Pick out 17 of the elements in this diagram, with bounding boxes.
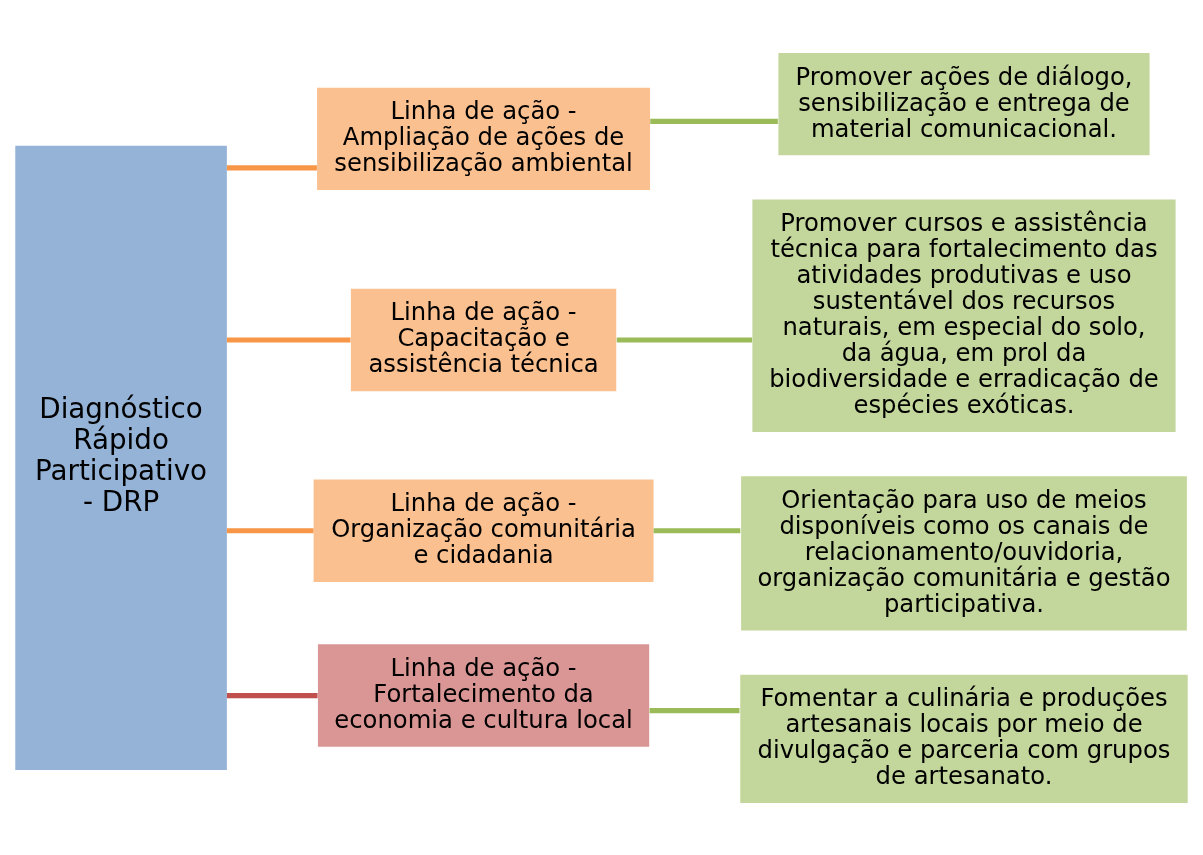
connector	[653, 527, 741, 533]
connector	[226, 692, 318, 698]
node-box: Diagnóstico Rápido Participativo - DRP	[15, 145, 227, 770]
node-box: Promover cursos e assistência técnica para fortalecimento das atividades produtivas e uso sustentável dos recursos naturais, em especial do solo, da água, em prol da biodiversidade e erradicação de espécies exóticas.	[752, 199, 1176, 432]
connector	[650, 118, 778, 124]
connector	[226, 527, 314, 533]
node-box: Linha de ação - Ampliação de ações de sensibilização ambiental	[317, 87, 651, 190]
connector	[649, 707, 740, 713]
node-box: Fomentar a culinária e produções artesanais locais por meio de divulgação e parceria com grupos de artesanato.	[740, 674, 1188, 803]
connector	[226, 336, 351, 343]
connector	[226, 164, 317, 170]
node-box: Linha de ação - Capacitação e assistência técnica	[350, 288, 617, 391]
node-box: Linha de ação - Organização comunitária e cidadania	[313, 479, 654, 582]
node-box: Linha de ação - Fortalecimento da economia e cultura local	[317, 643, 650, 747]
node-box: Promover ações de diálogo, sensibilização e entrega de material comunicacional.	[778, 52, 1150, 155]
connector	[616, 336, 753, 343]
node-box: Orientação para uso de meios disponíveis como os canais de relacionamento/ouvidoria, organização comunitária e gestão participativa.	[741, 475, 1187, 630]
